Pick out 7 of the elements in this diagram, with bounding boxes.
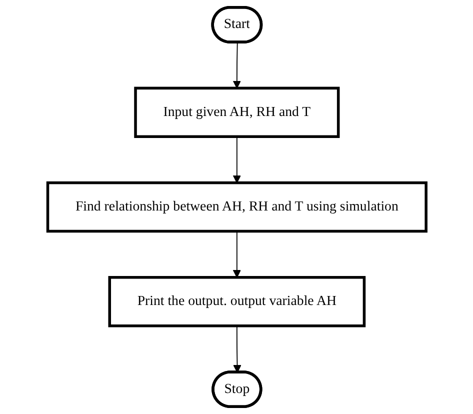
node-box: Find relationship between AH, RH and T using simulation <box>46 181 428 233</box>
arrow <box>232 136 241 184</box>
arrow <box>232 230 241 278</box>
node-box: Print the output. output variable AH <box>108 276 366 328</box>
arrow <box>232 42 241 89</box>
arrow <box>232 325 241 373</box>
node-box: Input given AH, RH and T <box>134 86 340 138</box>
